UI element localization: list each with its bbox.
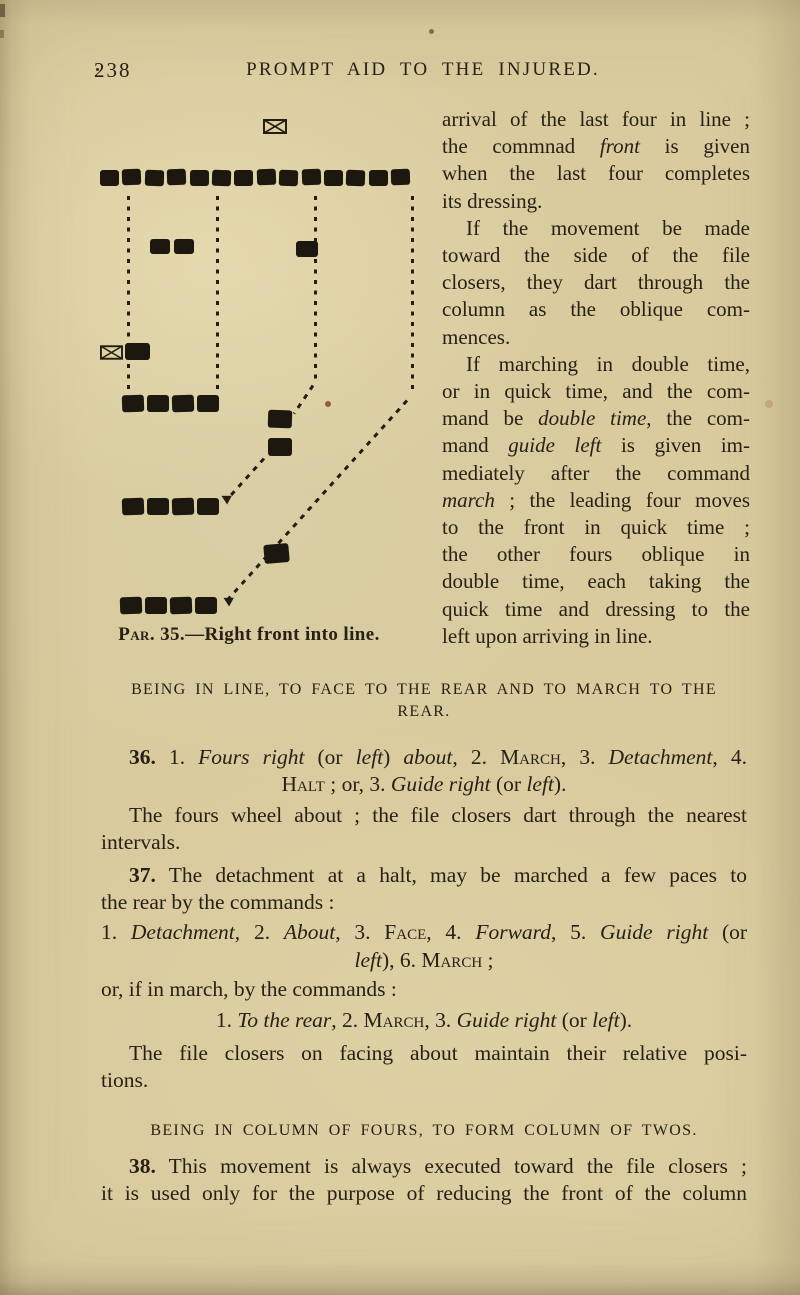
text-line: If marching in double time, [466, 351, 750, 376]
dotted-path [411, 196, 414, 394]
paper-speck [325, 401, 331, 407]
soldier-square [189, 170, 209, 186]
soldier-square [256, 168, 276, 186]
text-line: column as the oblique com- [442, 297, 750, 322]
soldier-square [211, 169, 232, 187]
moving-four-square [268, 438, 292, 456]
soldier-square [171, 497, 194, 515]
command-paragraph-line: 1. Detachment, 2. About, 3. Face, 4. For… [101, 920, 748, 945]
text-line: 37. The detachment at a halt, may be mar… [129, 862, 747, 887]
text-line: The file closers on facing about maintai… [129, 1041, 747, 1066]
text-line: toward the side of the file [442, 243, 750, 268]
dotted-path [225, 399, 409, 603]
file-closer-square [296, 241, 318, 257]
text-line: left upon arriving in line. [442, 623, 653, 648]
text-line: The fours wheel about ; the file closers… [129, 802, 747, 827]
file-closer-pair [150, 239, 198, 254]
guide-marker-icon [263, 119, 287, 134]
guide-marker-icon [100, 345, 123, 360]
scan-edge-mark [0, 4, 5, 17]
section-heading: BEING IN COLUMN OF FOURS, TO FORM COLUMN… [150, 1121, 698, 1139]
main-text-section: BEING IN LINE, TO FACE TO THE REAR AND T… [101, 679, 747, 1208]
soldier-square [119, 596, 142, 614]
soldier-square [346, 169, 366, 187]
dotted-path [292, 384, 315, 415]
soldier-square [100, 170, 119, 186]
text-line: intervals. [101, 830, 181, 855]
text-line: or, if in march, by the commands : [101, 977, 397, 1002]
soldier-square [323, 170, 343, 186]
soldier-square [166, 168, 187, 186]
ink-speck [96, 68, 99, 71]
command-paragraph-line: 1. To the rear, 2. March, 3. Guide right… [215, 1007, 633, 1032]
troop-line-row [100, 168, 413, 187]
soldier-square [368, 170, 388, 186]
soldier-square [197, 498, 219, 515]
text-line: or in quick time, and the com- [442, 379, 750, 404]
text-line: its dressing. [442, 188, 543, 213]
section-heading: BEING IN LINE, TO FACE TO THE REAR AND T… [131, 681, 717, 720]
four-row [121, 394, 222, 412]
text-line: If the movement be made [466, 215, 750, 240]
dotted-path [314, 196, 317, 384]
soldier-square [121, 394, 144, 412]
text-line: quick time and dressing to the [442, 596, 750, 621]
soldier-square [195, 597, 217, 614]
text-line: mences. [442, 324, 511, 349]
text-line: to the front in quick time ; [442, 515, 750, 540]
soldier-square [171, 394, 194, 412]
text-line: it is used only for the purpose of reduc… [101, 1181, 747, 1206]
soldier-square [278, 169, 299, 187]
text-line: mand guide left is given im- [442, 433, 751, 458]
soldier-square [174, 239, 194, 254]
text-line: mediately after the command [442, 460, 750, 485]
dotted-path [127, 196, 130, 392]
drill-diagram-figure: Par. 35.—Right front into line. [60, 112, 438, 660]
command-paragraph-line: 36. 1. Fours right (or left) about, 2. M… [129, 745, 748, 769]
right-text-column: arrival of the last four in line ; the c… [442, 106, 750, 650]
soldier-square [390, 168, 411, 186]
text-line: 38. This movement is always executed tow… [129, 1153, 747, 1178]
moving-four-square [263, 542, 290, 565]
soldier-square [145, 597, 167, 614]
soldier-square [301, 168, 321, 186]
soldier-square [121, 497, 144, 515]
soldier-square [234, 170, 254, 186]
scan-edge-mark [0, 30, 4, 38]
text-line: arrival of the last four in line ; [442, 107, 750, 131]
guide-square [125, 343, 150, 360]
text-line: mand be double time, the com- [442, 406, 750, 431]
text-line: closers, they dart through the [442, 270, 750, 295]
text-line: march ; the leading four moves [442, 487, 750, 512]
soldier-square [147, 498, 169, 515]
paper-speck [765, 400, 773, 408]
page-number: 238 [94, 58, 132, 82]
text-line: tions. [101, 1068, 149, 1093]
four-row [121, 497, 222, 515]
soldier-square [122, 168, 142, 186]
text-line: the other fours oblique in [442, 542, 750, 567]
text-line: double time, each taking the [442, 569, 750, 594]
text-line: when the last four completes [442, 161, 750, 186]
soldier-square [169, 596, 192, 614]
figure-caption: Par. 35.—Right front into line. [118, 624, 380, 645]
soldier-square [147, 395, 169, 412]
running-header-title: PROMPT AID TO THE INJURED. [246, 59, 600, 80]
moving-four-square [267, 409, 293, 429]
four-row [119, 596, 220, 614]
text-line: the rear by the commands : [101, 890, 335, 915]
soldier-square [150, 239, 170, 254]
dotted-path [216, 196, 219, 390]
text-line: the commnad front is given [442, 134, 750, 159]
paper-speck [429, 29, 434, 34]
command-paragraph-line: left), 6. March ; [354, 947, 494, 972]
soldier-square [144, 169, 165, 187]
soldier-square [197, 395, 219, 412]
command-paragraph-line: Halt ; or, 3. Guide right (or left). [281, 772, 567, 797]
